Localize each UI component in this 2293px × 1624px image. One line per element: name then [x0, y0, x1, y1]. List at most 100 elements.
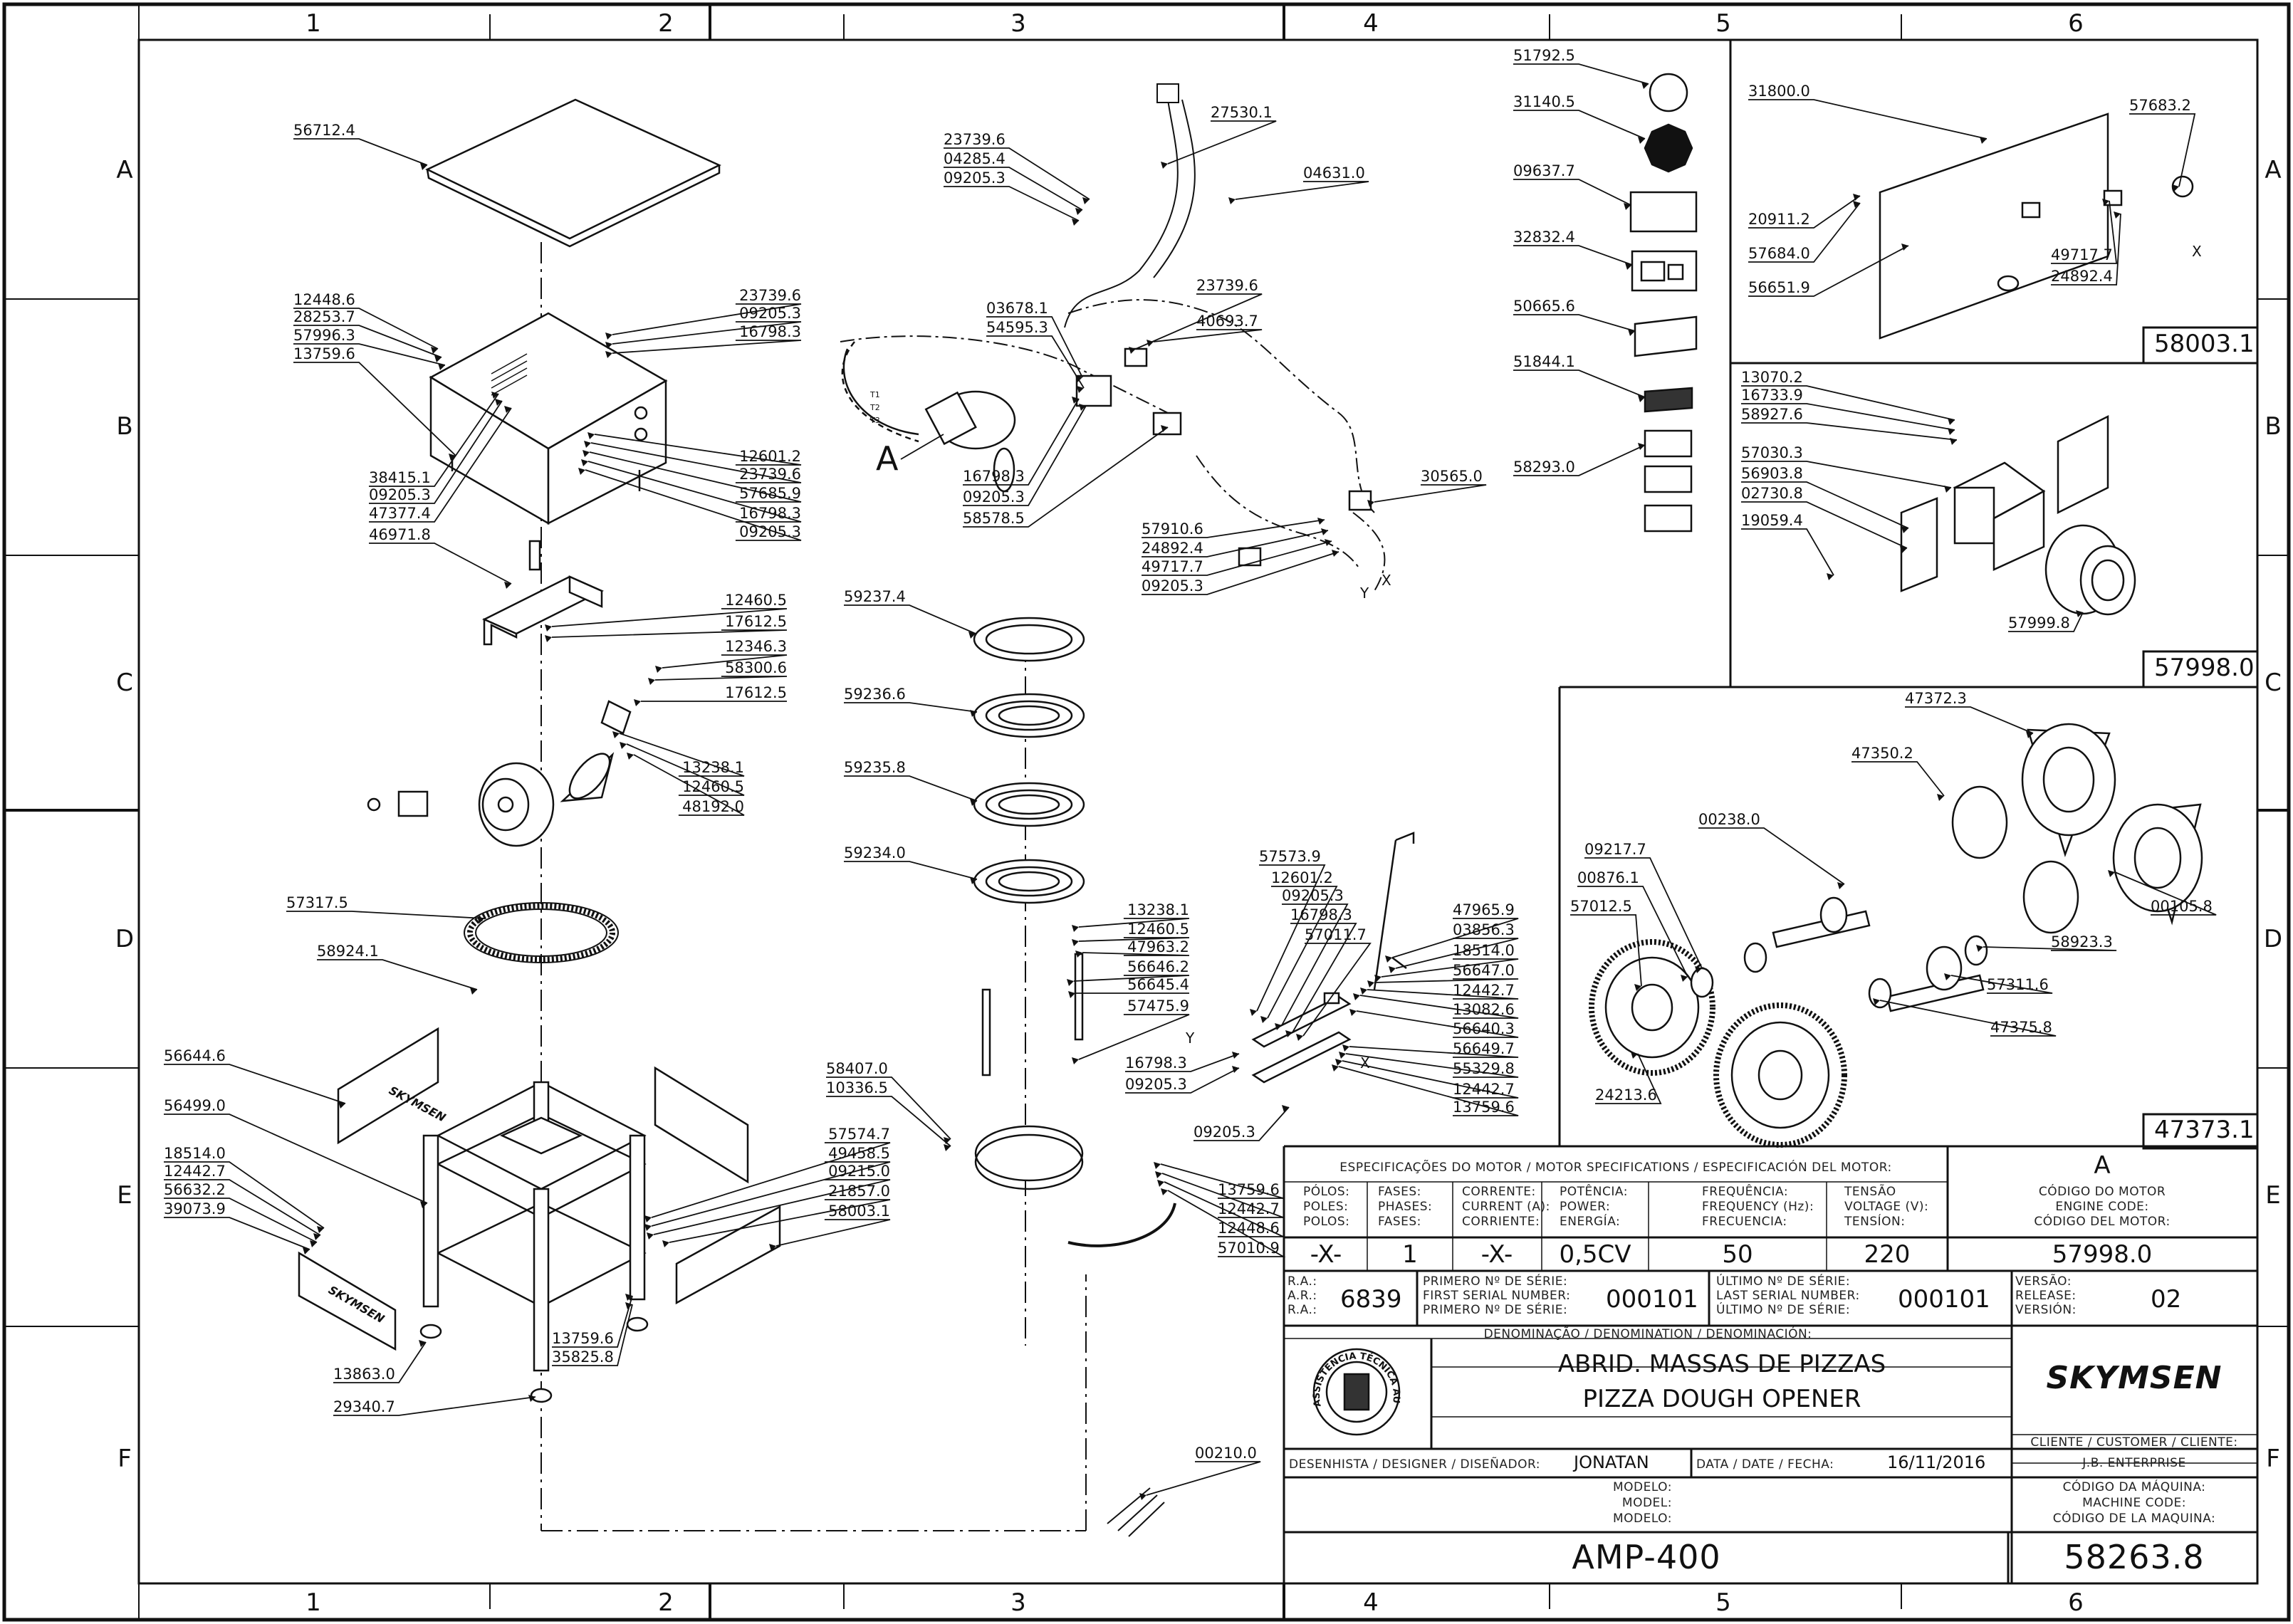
part-number: 46971.8	[369, 526, 431, 543]
part-number: 09215.0	[828, 1163, 890, 1180]
callout-leader	[552, 1304, 633, 1366]
part-number: 58927.6	[1741, 406, 1803, 423]
wire-label: X	[1381, 572, 1391, 589]
grid-column-label: 4	[1363, 1588, 1379, 1617]
callout-leader	[1513, 370, 1646, 398]
part-number: 17612.5	[725, 684, 787, 701]
leader-arrow	[1695, 966, 1702, 973]
callout-leader	[164, 1179, 321, 1236]
callout-leader	[293, 325, 442, 358]
phases-value: 1	[1402, 1240, 1418, 1269]
leader-arrow	[1389, 966, 1396, 973]
leader-arrow	[2102, 199, 2109, 206]
callout-leader	[164, 1217, 310, 1250]
part-number: 23739.6	[1196, 277, 1258, 294]
callout-leader	[1349, 1046, 1519, 1058]
part-number: 27530.1	[1211, 104, 1273, 121]
leader-arrow	[1250, 1009, 1257, 1016]
callout-leader	[2051, 200, 2118, 264]
leader-arrow	[1624, 203, 1631, 210]
part-number: 09637.7	[1513, 162, 1575, 179]
grid-row-label: C	[2265, 669, 2282, 697]
leader-arrow	[1072, 397, 1079, 404]
part-number: 09205.3	[944, 169, 1006, 187]
part-number: 57317.5	[286, 894, 348, 911]
callout-leader	[1748, 202, 1861, 263]
leader-arrow	[1353, 993, 1360, 1000]
voltage-value: 220	[1864, 1240, 1911, 1269]
leader-arrow	[1072, 939, 1079, 946]
leader-arrow	[1161, 162, 1168, 169]
label-items	[1629, 73, 1698, 533]
callout-leader	[612, 321, 802, 345]
part-number: 12601.2	[1271, 869, 1333, 886]
leader-arrow	[303, 1247, 310, 1254]
part-number: 56651.9	[1748, 279, 1810, 296]
leader-arrow	[1944, 973, 1951, 980]
part-number: 12460.5	[1127, 921, 1189, 938]
part-number: 12448.6	[293, 291, 355, 308]
callout-leader	[369, 543, 512, 585]
leader-arrow	[1634, 984, 1641, 991]
callout-leader	[1950, 975, 2053, 994]
model-value: AMP-400	[1572, 1538, 1721, 1576]
leader-arrow	[1900, 546, 1907, 553]
poles-label: PÓLOS:POLES:POLOS:	[1303, 1185, 1350, 1229]
subassembly-label-panel: 58003.1	[2154, 330, 2255, 358]
leader-arrow	[625, 1302, 632, 1309]
callout-leader	[1513, 179, 1631, 206]
callout-leader	[612, 303, 802, 335]
callout-leader	[963, 426, 1169, 528]
leader-arrow	[2108, 870, 2115, 877]
part-number: 13238.1	[1127, 901, 1189, 918]
leader-arrow	[648, 678, 655, 685]
leader-arrow	[1332, 1064, 1339, 1072]
part-number: 57685.9	[739, 485, 801, 502]
leader-arrow	[605, 351, 612, 358]
leader-arrow	[1638, 443, 1645, 450]
part-number: 58003.1	[828, 1203, 890, 1220]
part-number: 04285.4	[944, 150, 1006, 167]
subassembly-frames	[1558, 40, 2259, 1150]
cable-harness	[840, 83, 1386, 592]
leader-arrow	[1950, 438, 1957, 445]
callout-leader	[1235, 181, 1369, 200]
grid-row-label: A	[116, 156, 132, 184]
part-number: 12448.6	[1218, 1220, 1280, 1237]
part-number: 10336.5	[826, 1079, 888, 1096]
part-number: 47375.8	[1990, 1019, 2052, 1036]
part-number: 17612.5	[725, 613, 787, 630]
leader-arrow	[1146, 340, 1154, 347]
last-serial-value: 000101	[1898, 1285, 1990, 1314]
gear-motor	[1900, 414, 2136, 616]
part-number: 32832.4	[1513, 229, 1575, 246]
frequency-label: FREQUÊNCIA:FREQUENCY (Hz):FRECUENCIA:	[1702, 1185, 1814, 1229]
callout-leader	[164, 1198, 318, 1243]
part-number: 40693.7	[1196, 313, 1258, 330]
part-number: 31140.5	[1513, 93, 1575, 110]
part-number: 56712.4	[293, 122, 355, 139]
part-number: 03678.1	[986, 300, 1048, 317]
leader-arrow	[1349, 1009, 1357, 1016]
callout-leader	[164, 1161, 325, 1229]
leader-arrow	[1082, 197, 1090, 204]
callout-leader	[2051, 213, 2121, 285]
grid-column-label: 5	[1715, 1588, 1731, 1617]
leader-arrow	[662, 1240, 669, 1247]
leader-arrow	[1638, 395, 1645, 402]
leader-arrow	[1068, 991, 1075, 998]
callout-leader	[844, 702, 978, 713]
callout-leader	[633, 754, 745, 816]
part-number: 39073.9	[164, 1200, 226, 1217]
callout-leader	[1356, 1010, 1519, 1038]
callout-leader	[1073, 975, 1190, 982]
grid-row-label: D	[2264, 925, 2282, 953]
callout-leader	[1359, 995, 1519, 1019]
leader-arrow	[1873, 998, 1880, 1005]
callout-leader	[1374, 978, 1519, 983]
callout-leader	[589, 451, 802, 503]
part-number: 09205.3	[1193, 1123, 1255, 1141]
part-number: 13759.6	[1218, 1181, 1280, 1198]
leader-arrow	[620, 742, 627, 749]
callout-leader	[1125, 1067, 1240, 1094]
